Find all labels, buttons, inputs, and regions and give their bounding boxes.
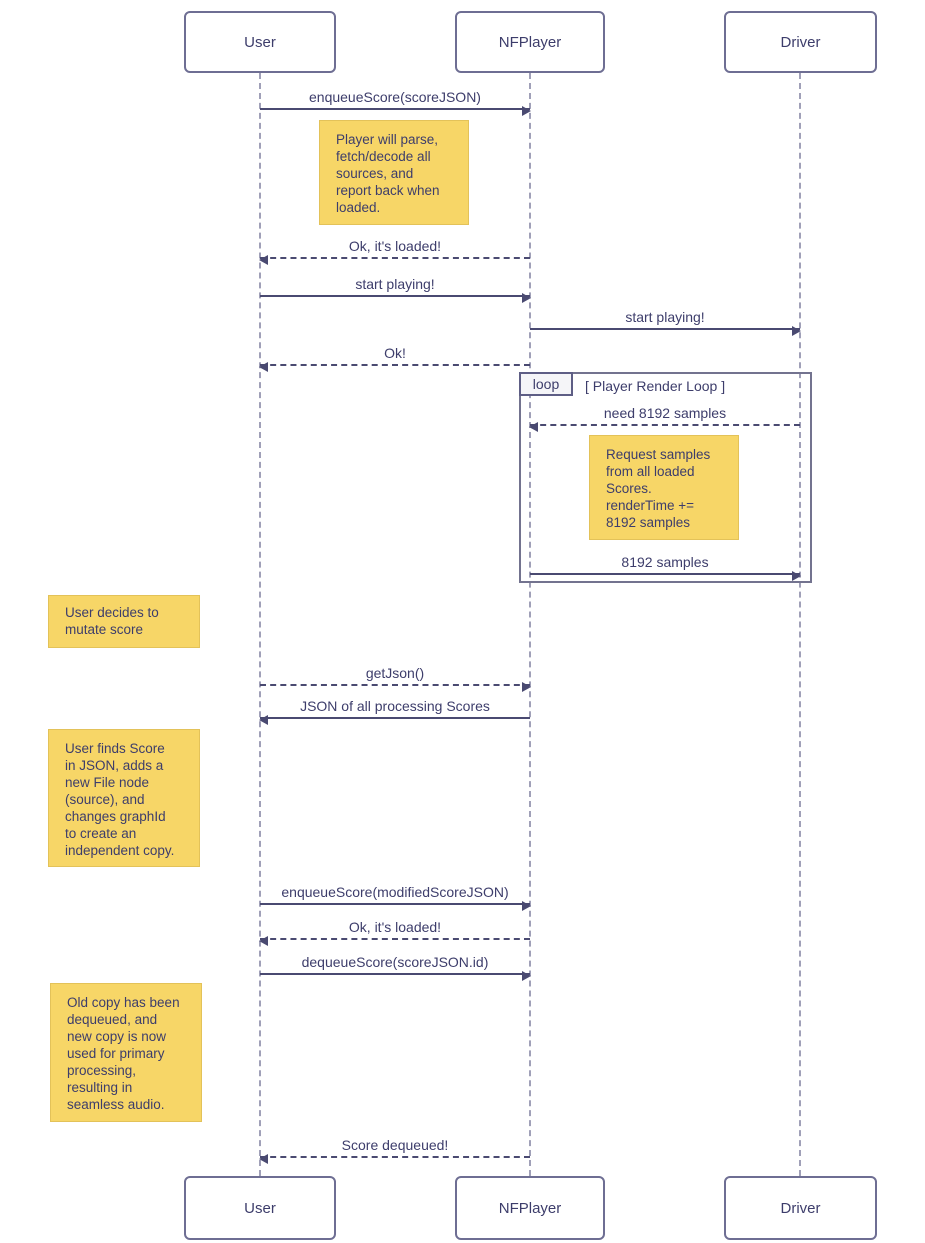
actor-label: User xyxy=(244,33,276,51)
arrowhead-left-icon xyxy=(259,936,268,946)
message-line xyxy=(530,326,801,336)
message-line xyxy=(260,682,531,692)
message-get-json: getJson() xyxy=(260,665,531,692)
arrowhead-right-icon xyxy=(792,326,801,336)
message-start-playing-driver: start playing! xyxy=(530,309,801,336)
message-label: 8192 samples xyxy=(621,554,709,570)
message-label: start playing! xyxy=(625,309,705,325)
message-start-playing-user: start playing! xyxy=(260,276,531,303)
message-ok-loaded-1: Ok, it's loaded! xyxy=(259,238,530,265)
message-dequeue-score: dequeueScore(scoreJSON.id) xyxy=(260,954,531,981)
message-line xyxy=(259,255,530,265)
arrowhead-right-icon xyxy=(522,901,531,911)
message-enqueue-modified-score: enqueueScore(modifiedScoreJSON) xyxy=(260,884,531,911)
message-samples: 8192 samples xyxy=(530,554,801,581)
message-label: dequeueScore(scoreJSON.id) xyxy=(301,954,489,970)
actor-label: NFPlayer xyxy=(498,33,562,51)
message-line xyxy=(530,571,801,581)
message-line xyxy=(260,293,531,303)
message-ok-loaded-2: Ok, it's loaded! xyxy=(259,919,530,946)
arrowhead-left-icon xyxy=(259,362,268,372)
message-score-dequeued: Score dequeued! xyxy=(259,1137,530,1164)
message-line xyxy=(259,715,530,725)
actor-user-top: User xyxy=(184,11,336,73)
message-need-samples: need 8192 samples xyxy=(529,405,800,432)
actor-label: Driver xyxy=(780,1199,821,1217)
loop-frame: loop [ Player Render Loop ] xyxy=(519,372,812,583)
message-label: enqueueScore(modifiedScoreJSON) xyxy=(281,884,509,900)
note-user-decides: User decides to mutate score xyxy=(48,595,200,648)
message-line xyxy=(529,422,800,432)
message-label: Ok, it's loaded! xyxy=(348,919,442,935)
arrowhead-right-icon xyxy=(792,571,801,581)
message-line xyxy=(259,362,530,372)
message-line xyxy=(259,1154,530,1164)
lifeline-nfplayer xyxy=(529,73,531,1176)
message-line xyxy=(259,936,530,946)
message-line xyxy=(260,901,531,911)
lifeline-driver xyxy=(799,73,801,1176)
arrowhead-left-icon xyxy=(259,1154,268,1164)
note-user-finds-score: User finds Score in JSON, adds a new Fil… xyxy=(48,729,200,867)
lifeline-user xyxy=(259,73,261,1176)
message-label: Ok, it's loaded! xyxy=(348,238,442,254)
message-label: start playing! xyxy=(355,276,435,292)
loop-operator-label: loop xyxy=(519,372,573,396)
actor-driver-bottom: Driver xyxy=(724,1176,877,1240)
actor-label: NFPlayer xyxy=(498,1199,562,1217)
arrowhead-left-icon xyxy=(259,255,268,265)
message-label: enqueueScore(scoreJSON) xyxy=(309,89,481,105)
arrowhead-left-icon xyxy=(259,715,268,725)
note-player-parse: Player will parse, fetch/decode all sour… xyxy=(319,120,469,225)
message-label: Ok! xyxy=(384,345,406,361)
actor-driver-top: Driver xyxy=(724,11,877,73)
message-line xyxy=(260,106,531,116)
arrowhead-right-icon xyxy=(522,971,531,981)
arrowhead-right-icon xyxy=(522,293,531,303)
actor-nfplayer-top: NFPlayer xyxy=(455,11,605,73)
arrowhead-right-icon xyxy=(522,682,531,692)
message-line xyxy=(260,971,531,981)
note-old-copy: Old copy has been dequeued, and new copy… xyxy=(50,983,202,1122)
actor-label: Driver xyxy=(780,33,821,51)
actor-nfplayer-bottom: NFPlayer xyxy=(455,1176,605,1240)
note-request-samples: Request samples from all loaded Scores. … xyxy=(589,435,739,540)
actor-label: User xyxy=(244,1199,276,1217)
message-label: need 8192 samples xyxy=(603,405,727,421)
arrowhead-left-icon xyxy=(529,422,538,432)
message-label: JSON of all processing Scores xyxy=(300,698,490,714)
message-label: Score dequeued! xyxy=(341,1137,449,1153)
loop-guard-title: [ Player Render Loop ] xyxy=(585,378,726,394)
arrowhead-right-icon xyxy=(522,106,531,116)
message-json-of-scores: JSON of all processing Scores xyxy=(259,698,530,725)
message-enqueue-score: enqueueScore(scoreJSON) xyxy=(260,89,531,116)
message-ok: Ok! xyxy=(259,345,530,372)
message-label: getJson() xyxy=(365,665,425,681)
actor-user-bottom: User xyxy=(184,1176,336,1240)
